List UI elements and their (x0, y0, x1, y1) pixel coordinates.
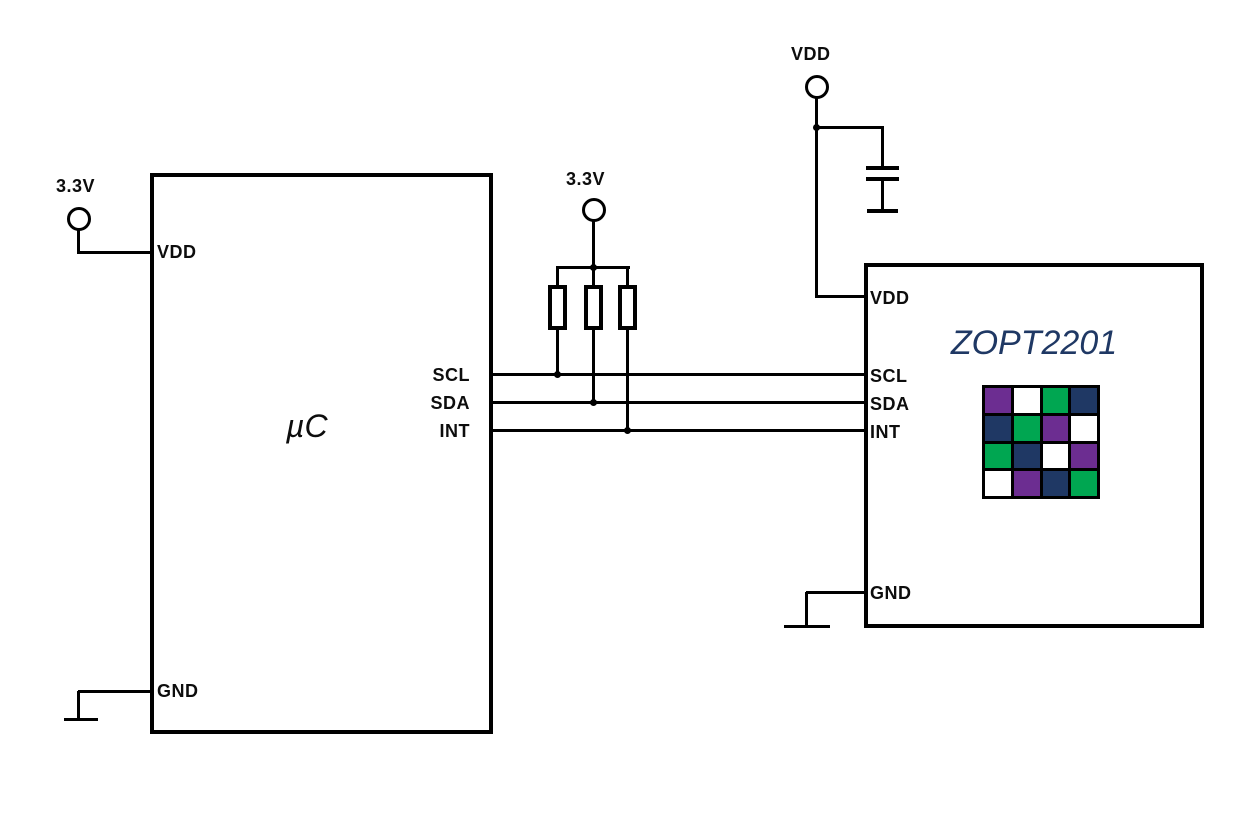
junction-dot-sda (590, 399, 597, 406)
wire-res-stub-sda (592, 268, 595, 287)
capacitor-top-plate-icon (866, 166, 899, 170)
logo-cell (1013, 443, 1040, 469)
wire-sensor-gnd-stub (805, 592, 808, 628)
mcu-pin-int-label: INT (439, 421, 470, 441)
mcu-ground-symbol-icon (64, 718, 98, 721)
sensor-pin-int-label: INT (870, 422, 901, 442)
pullup-resistor-sda-icon (584, 285, 603, 330)
logo-cell (1042, 443, 1069, 469)
cap-ground-symbol-icon (867, 209, 898, 213)
wire-res-stub-scl (556, 268, 559, 287)
junction-dot-scl (554, 371, 561, 378)
wire-cap-branch (816, 126, 884, 129)
sensor-pin-scl-label: SCL (870, 366, 908, 386)
logo-cell (1042, 388, 1069, 413)
sensor-ground-symbol-icon (784, 625, 830, 628)
logo-cell (985, 415, 1011, 441)
wire-mcu-gnd-stub (77, 691, 80, 721)
mcu-box (150, 173, 493, 734)
sensor-supply-rail-label: VDD (791, 44, 831, 64)
pullup-supply-rail-label: 3.3V (566, 169, 606, 189)
wire-mcu-supply-stub (77, 228, 80, 254)
mcu-pin-gnd-label: GND (157, 681, 199, 701)
mcu-title: µC (286, 408, 328, 444)
logo-cell (985, 388, 1011, 413)
wire-res-drop-sda (592, 330, 595, 403)
junction-dot-pullup-bus (590, 264, 597, 271)
wire-res-drop-scl (556, 330, 559, 375)
pullup-resistor-int-icon (618, 285, 637, 330)
logo-cell (1013, 415, 1040, 441)
wire-mcu-gnd (78, 690, 152, 693)
logo-cell (1042, 471, 1069, 496)
wire-res-drop-int (626, 330, 629, 431)
junction-dot-int (624, 427, 631, 434)
mcu-pin-sda-label: SDA (430, 393, 470, 413)
logo-cell (985, 443, 1011, 469)
logo-cell (1071, 388, 1097, 413)
logo-cell (1013, 388, 1040, 413)
pullup-supply-terminal-icon (582, 198, 606, 222)
wire-int (491, 429, 864, 432)
wire-res-stub-int (626, 268, 629, 287)
wire-sensor-supply-vertical (815, 97, 818, 298)
sensor-logo-grid (982, 385, 1100, 499)
mcu-supply-rail-label: 3.3V (56, 176, 96, 196)
logo-cell (1071, 443, 1097, 469)
wire-scl (491, 373, 864, 376)
logo-cell (1071, 415, 1097, 441)
wire-sensor-gnd (806, 591, 864, 594)
wire-mcu-vdd (78, 251, 152, 254)
wire-sda (491, 401, 864, 404)
sensor-pin-sda-label: SDA (870, 394, 910, 414)
wire-sensor-vdd (816, 295, 866, 298)
junction-dot-cap-branch (813, 124, 820, 131)
capacitor-bottom-plate-icon (866, 177, 899, 181)
logo-cell (1013, 471, 1040, 496)
logo-cell (1042, 415, 1069, 441)
wire-pullup-supply-stub (592, 220, 595, 269)
wire-cap-top-lead (881, 128, 884, 168)
sensor-supply-terminal-icon (805, 75, 829, 99)
logo-cell (985, 471, 1011, 496)
sensor-pin-vdd-label: VDD (870, 288, 910, 308)
mcu-pin-vdd-label: VDD (157, 242, 197, 262)
logo-cell (1071, 471, 1097, 496)
wire-cap-bottom-lead (881, 180, 884, 212)
pullup-resistor-scl-icon (548, 285, 567, 330)
sensor-pin-gnd-label: GND (870, 583, 912, 603)
sensor-title: ZOPT2201 (950, 324, 1118, 362)
mcu-pin-scl-label: SCL (432, 365, 470, 385)
